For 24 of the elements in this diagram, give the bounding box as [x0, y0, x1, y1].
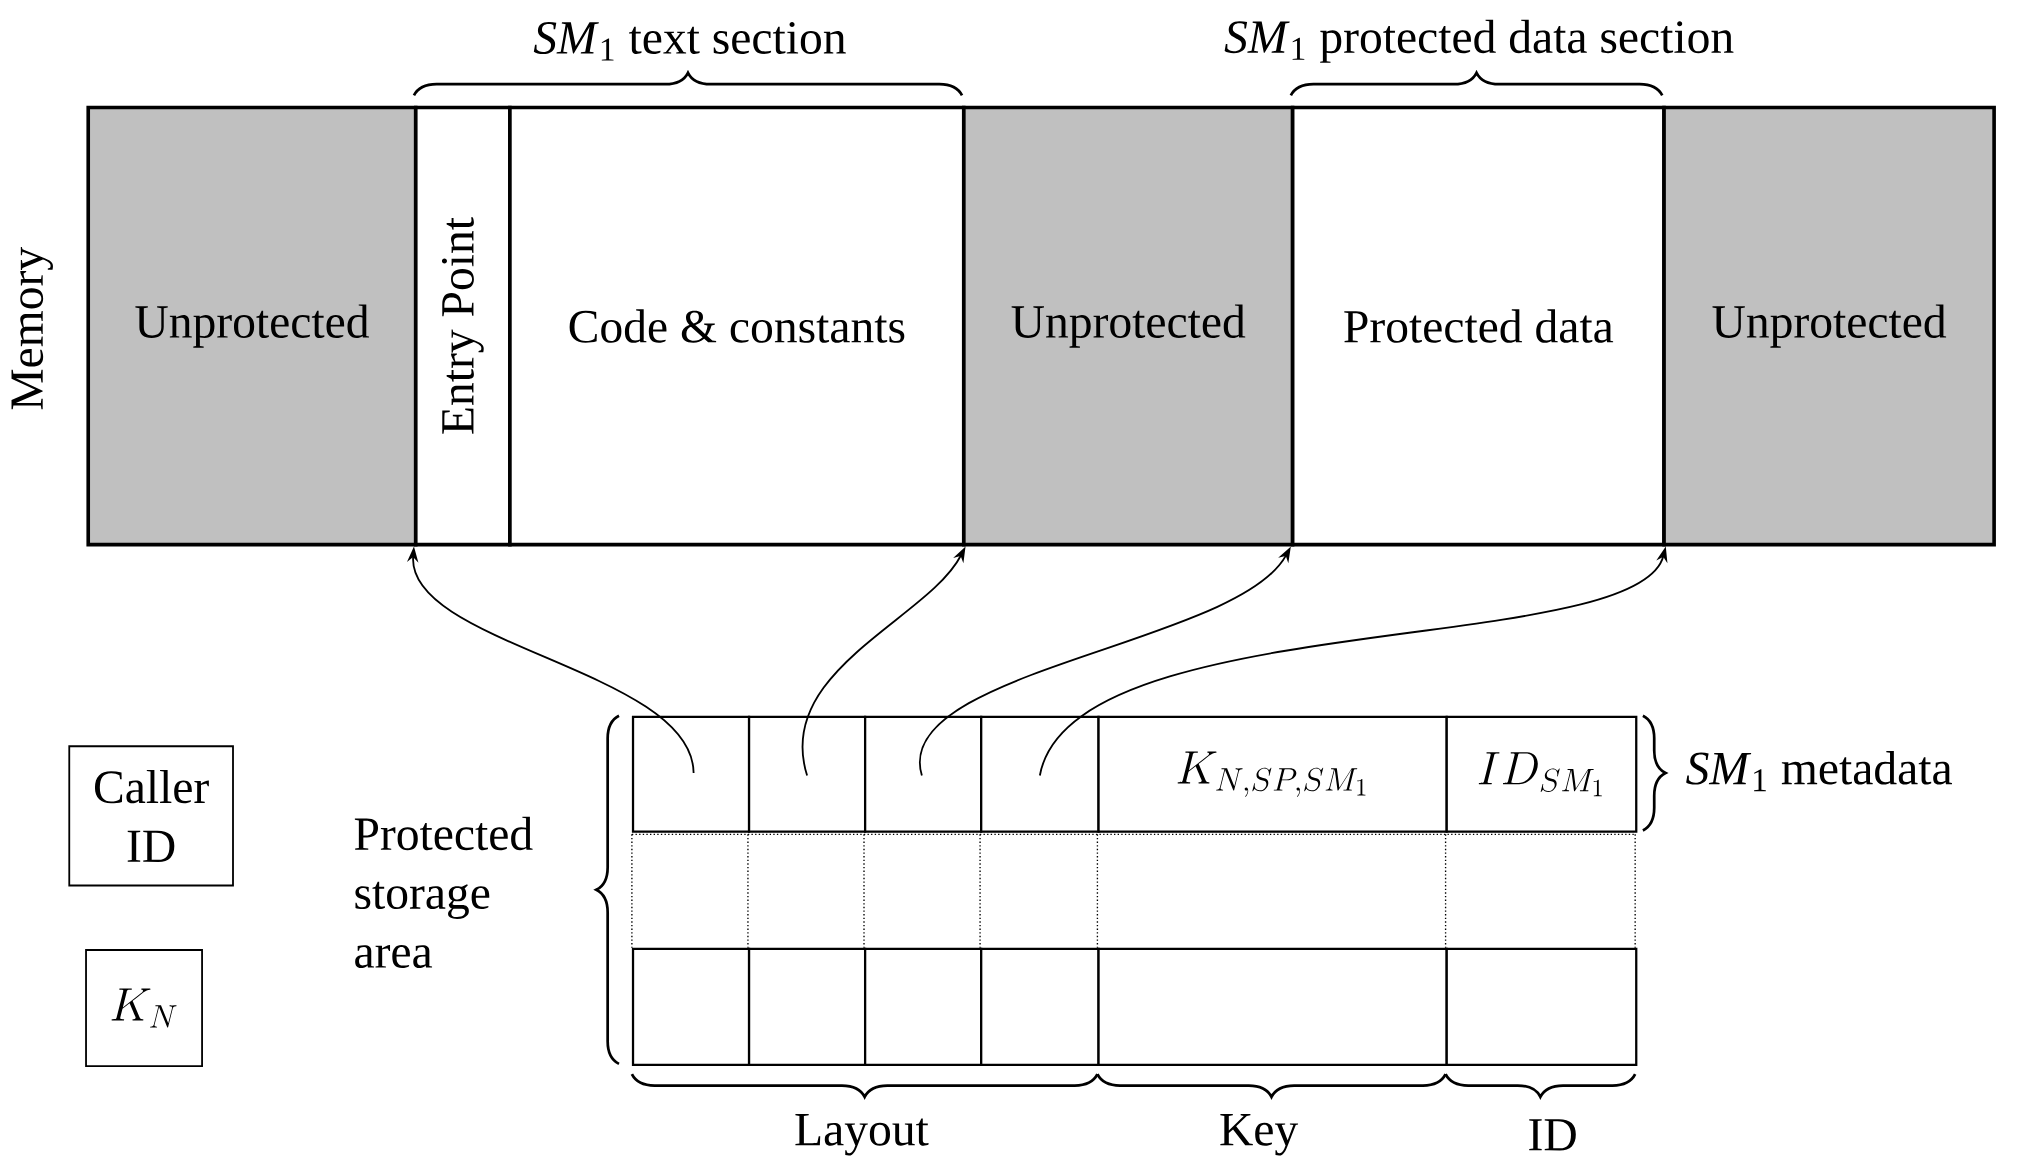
table-cell [864, 715, 983, 833]
section-label: SM$_{1}$ text section [533, 21, 846, 61]
memory-segment: Entry Point [413, 105, 512, 547]
section-label: SM$_{1}$ metadata [1686, 750, 1952, 791]
section-label: SM$_{1}$ protected data section [1224, 19, 1734, 63]
group-label: ID [1529, 1119, 1576, 1151]
group-label: Layout [795, 1113, 929, 1156]
table-cell [631, 715, 751, 833]
memory-segment: Unprotected [86, 105, 418, 547]
register-box: $K_N$ [85, 948, 203, 1067]
memory-segment: Protected data [1290, 105, 1666, 547]
table-cell: $ID_{SM_1}$ [1445, 715, 1638, 833]
memory-segment: Unprotected [1662, 105, 1996, 547]
table-cell [864, 947, 983, 1066]
table-cell [747, 715, 867, 833]
table-cell [631, 947, 751, 1066]
register-box: Caller ID [68, 745, 234, 887]
group-label: Key [1220, 1113, 1299, 1156]
group-label: Protected storage area [354, 816, 533, 968]
table-cell [747, 947, 867, 1066]
table-cell [980, 715, 1100, 833]
table-cell [980, 947, 1100, 1066]
table-cell [1445, 947, 1638, 1066]
memory-segment: Unprotected [962, 105, 1295, 547]
